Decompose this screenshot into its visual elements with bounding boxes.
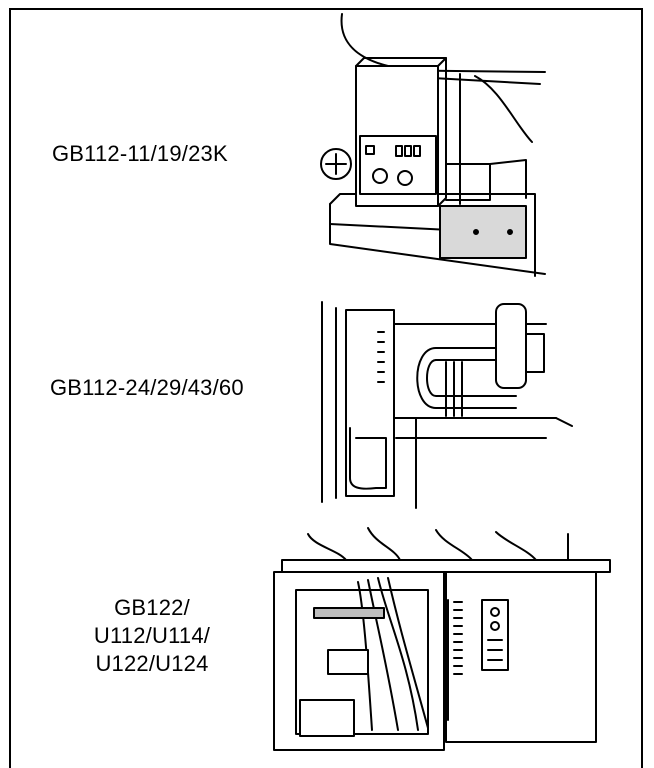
boiler-control-illustration-3 xyxy=(273,527,611,751)
model-label-gb122-u112-u114-u122-u124: GB122/ U112/U114/ U122/U124 xyxy=(74,594,230,678)
model-label-line: U112/U114/ xyxy=(93,623,211,648)
model-label-line: GB122/ xyxy=(114,595,190,620)
model-label-gb112-24-29-43-60: GB112-24/29/43/60 xyxy=(50,375,244,400)
model-label-gb112-11-19-23k: GB112-11/19/23K xyxy=(52,141,228,166)
model-label-line: U122/U124 xyxy=(95,651,209,676)
boiler-control-illustration-2 xyxy=(321,301,573,509)
figure-frame xyxy=(9,8,643,768)
boiler-control-illustration-1 xyxy=(320,13,546,277)
